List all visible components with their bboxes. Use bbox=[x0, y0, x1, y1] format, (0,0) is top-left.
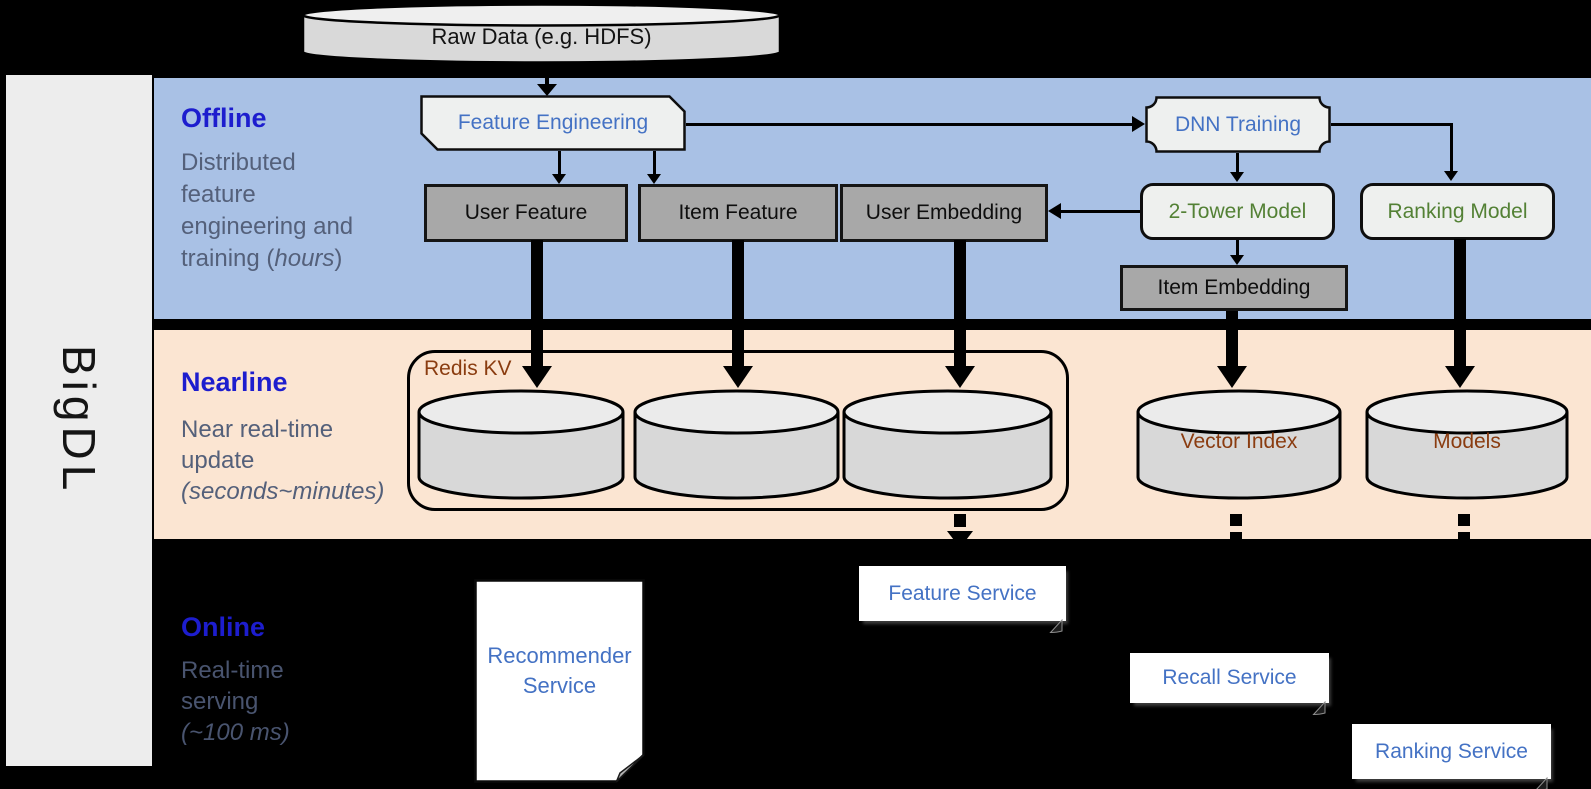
two-tower-model-label: 2-Tower Model bbox=[1168, 199, 1307, 223]
online-subtitle-line3: (~100 ms) bbox=[181, 719, 290, 746]
page-curl-icon bbox=[1536, 777, 1548, 789]
arrowhead-fe-to-userfeature bbox=[552, 174, 566, 184]
arrow-twotower-to-itemembedding bbox=[1236, 240, 1239, 256]
arrowhead-twotower-to-itemembedding bbox=[1230, 255, 1244, 265]
arrow-dnn-to-twotower bbox=[1236, 153, 1239, 173]
models-label: Models bbox=[1433, 430, 1501, 453]
line-dnn-to-ranking-h bbox=[1331, 123, 1453, 126]
node-user-feature: User Feature bbox=[424, 184, 628, 242]
thick-arrowhead-itemfeature-to-kv bbox=[723, 366, 753, 388]
item-feature-label: Item Feature bbox=[678, 201, 798, 224]
feature-service-label: Feature Service bbox=[888, 581, 1037, 605]
node-feature-service: Feature Service bbox=[859, 566, 1066, 634]
thick-arrow-itemembedding-to-vectorindex bbox=[1226, 311, 1238, 368]
kv-store-cylinder-3 bbox=[842, 389, 1053, 501]
node-dnn-training: DNN Training bbox=[1145, 96, 1331, 153]
node-recommender-service: Recommender Service bbox=[474, 579, 645, 783]
dashed-arrow-kv-to-featureservice bbox=[954, 514, 966, 527]
line-dnn-to-ranking-v bbox=[1450, 123, 1453, 173]
offline-subtitle: Distributed feature engineering and trai… bbox=[181, 147, 353, 275]
node-ranking-model: Ranking Model bbox=[1360, 183, 1555, 240]
nearline-title: Nearline bbox=[181, 367, 288, 397]
online-title: Online bbox=[181, 612, 266, 642]
node-two-tower-model: 2-Tower Model bbox=[1140, 183, 1335, 240]
recommender-service-line1: Recommender bbox=[487, 643, 632, 668]
dashed-arrow-models-to-ranking-1 bbox=[1458, 514, 1470, 526]
arrowhead-dnn-to-ranking bbox=[1444, 171, 1458, 181]
ranking-model-label: Ranking Model bbox=[1387, 199, 1528, 223]
dashed-arrowhead-kv-to-featureservice bbox=[947, 531, 973, 548]
plaque-box-shape bbox=[1145, 96, 1331, 153]
arrowhead-rawdata-to-fe bbox=[537, 84, 557, 96]
line-fe-to-dnn bbox=[686, 123, 1134, 126]
offline-subtitle-line3: engineering and bbox=[181, 213, 354, 240]
bigdl-brand-bar: BigDL bbox=[6, 75, 152, 766]
redis-kv-label: Redis KV bbox=[424, 357, 512, 380]
recall-service-label: Recall Service bbox=[1162, 666, 1297, 689]
line-twotower-to-userembedding bbox=[1061, 210, 1140, 213]
node-item-embedding: Item Embedding bbox=[1120, 265, 1348, 311]
thick-arrowhead-itemembedding-to-vectorindex bbox=[1217, 366, 1247, 388]
dashed-arrow-vectorindex-to-recall-2 bbox=[1230, 532, 1242, 541]
user-embedding-label: User Embedding bbox=[865, 201, 1023, 224]
arrow-fe-to-userfeature bbox=[558, 151, 561, 176]
arrowhead-dnn-to-twotower bbox=[1230, 172, 1244, 182]
ranking-service-label: Ranking Service bbox=[1375, 739, 1528, 763]
kv-store-cylinder-2 bbox=[633, 389, 840, 501]
thick-arrowhead-userfeature-to-kv bbox=[522, 366, 552, 388]
node-vector-index: Vector Index bbox=[1136, 389, 1342, 501]
dashed-arrow-models-to-ranking-2 bbox=[1458, 532, 1470, 541]
thick-arrowhead-userembedding-to-kv bbox=[945, 366, 975, 388]
arrow-rawdata-to-fe bbox=[545, 64, 549, 86]
bigdl-logo-text: BigDL bbox=[53, 345, 105, 496]
raw-data-label: Raw Data (e.g. HDFS) bbox=[431, 24, 652, 49]
document-folded-corner-shape bbox=[474, 579, 645, 783]
arrowhead-twotower-to-userembedding bbox=[1048, 203, 1061, 219]
node-feature-engineering: Feature Engineering bbox=[420, 95, 686, 151]
recommender-service-line2: Service bbox=[522, 673, 597, 698]
feature-engineering-label: Feature Engineering bbox=[457, 111, 649, 134]
offline-subtitle-line4: training (hours) bbox=[181, 245, 343, 272]
arrowhead-fe-to-itemfeature bbox=[647, 174, 661, 184]
online-subtitle: Real-time serving (~100 ms) bbox=[181, 655, 290, 748]
node-item-feature: Item Feature bbox=[638, 184, 838, 242]
database-cylinder-icon bbox=[417, 389, 625, 500]
node-ranking-service: Ranking Service bbox=[1352, 724, 1551, 789]
online-subtitle-line2: serving bbox=[181, 688, 259, 715]
dashed-arrow-vectorindex-to-recall-1 bbox=[1230, 514, 1242, 526]
database-cylinder-icon bbox=[301, 3, 782, 64]
database-cylinder-icon bbox=[633, 389, 840, 500]
database-cylinder-icon bbox=[1365, 389, 1569, 500]
nearline-subtitle-line1: Near real-time bbox=[181, 416, 334, 443]
user-feature-label: User Feature bbox=[464, 201, 588, 224]
kv-store-cylinder-1 bbox=[417, 389, 625, 501]
nearline-subtitle-line3: (seconds~minutes) bbox=[181, 478, 385, 505]
thick-arrow-rankingmodel-to-models bbox=[1454, 239, 1466, 368]
arrow-fe-to-itemfeature bbox=[653, 151, 656, 176]
recommender-service-label: Recommender Service bbox=[474, 641, 645, 701]
offline-subtitle-line1: Distributed bbox=[181, 149, 296, 176]
thick-arrow-userembedding-to-kv bbox=[954, 240, 966, 368]
vector-index-label: Vector Index bbox=[1180, 430, 1298, 453]
database-cylinder-icon bbox=[842, 389, 1053, 500]
node-models: Models bbox=[1365, 389, 1569, 501]
page-curl-icon bbox=[1049, 619, 1063, 634]
thick-arrowhead-rankingmodel-to-models bbox=[1445, 366, 1475, 388]
hex-box-shape bbox=[420, 95, 686, 151]
arrowhead-fe-to-dnn bbox=[1132, 116, 1145, 132]
node-recall-service: Recall Service bbox=[1130, 653, 1329, 716]
offline-title: Offline bbox=[181, 103, 267, 133]
thick-arrow-userfeature-to-kv bbox=[531, 240, 543, 368]
thick-arrow-itemfeature-to-kv bbox=[732, 240, 744, 368]
dnn-training-label: DNN Training bbox=[1174, 112, 1302, 136]
nearline-subtitle: Near real-time update (seconds~minutes) bbox=[181, 414, 384, 507]
offline-subtitle-line2: feature bbox=[181, 181, 256, 208]
item-embedding-label: Item Embedding bbox=[1157, 276, 1311, 299]
node-user-embedding: User Embedding bbox=[840, 184, 1048, 242]
online-subtitle-line1: Real-time bbox=[181, 657, 284, 684]
raw-data-store: Raw Data (e.g. HDFS) bbox=[301, 3, 782, 64]
database-cylinder-icon bbox=[1136, 389, 1342, 500]
nearline-subtitle-line2: update bbox=[181, 447, 255, 474]
page-curl-icon bbox=[1312, 701, 1326, 716]
